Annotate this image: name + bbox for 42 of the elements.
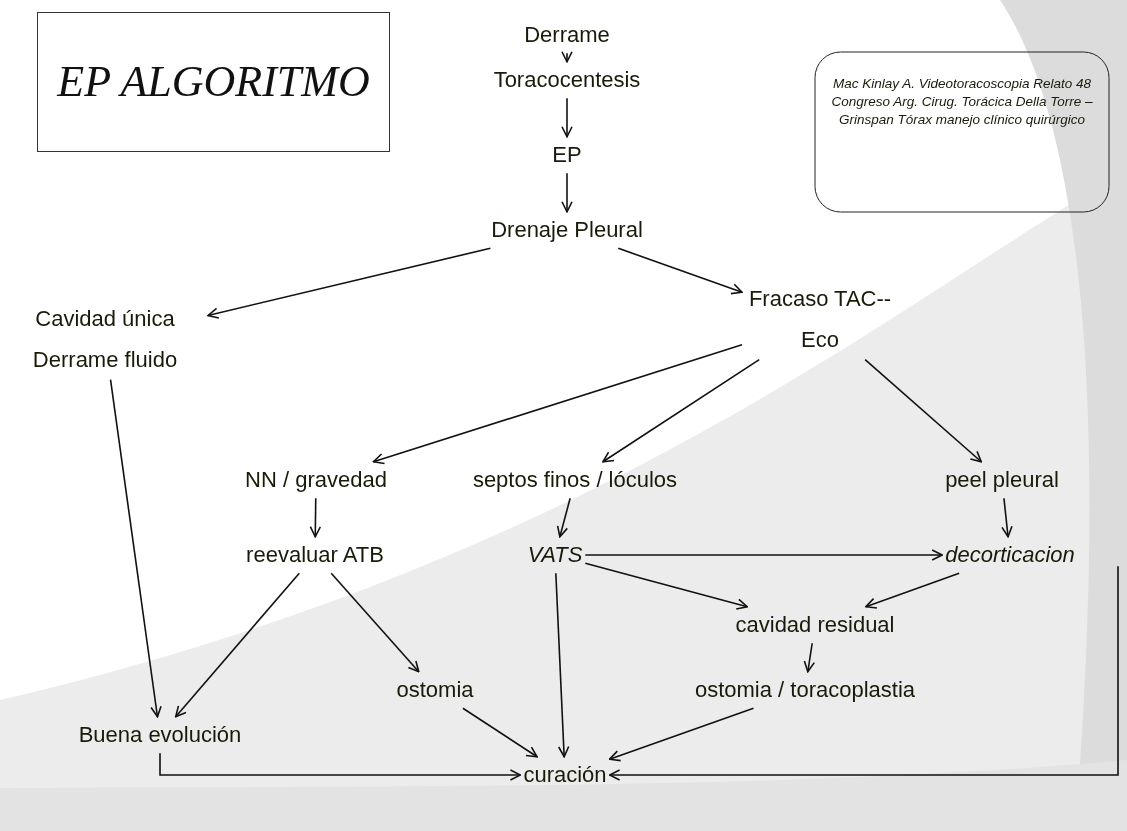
arrow [555,572,570,758]
arrow [109,378,162,718]
step-label: reevaluar ATB [246,540,384,569]
step-label: Toracocentesis [493,65,641,94]
arrow [584,549,943,561]
step-label: Cavidad única Derrame fluido [31,305,179,374]
arrow [556,497,571,538]
step-label: cavidad residual [735,610,895,639]
arrow [865,572,960,609]
step-label: Drenaje Pleural [491,215,643,244]
step-label: decorticacion [945,540,1075,569]
arrow [602,358,761,463]
step-label: curación [523,760,607,789]
arrow [584,562,748,610]
arrow [330,572,420,673]
arrow [372,343,743,465]
step-label: Fracaso TAC--Eco [747,285,893,354]
step-label: ostomia / toracoplastia [694,675,916,704]
arrow [803,642,816,673]
step-label: Derrame [524,20,610,49]
title-box: EP ALGORITMO [37,12,390,152]
arrow [608,565,1119,781]
step-label: ostomia [396,675,474,704]
step-label: peel pleural [945,465,1059,494]
step-label: VATS [527,540,583,569]
arrow [462,707,538,758]
arrow [174,572,301,718]
arrow [608,707,755,762]
arrow [1001,497,1013,538]
arrow [864,358,983,463]
arrow [207,247,492,319]
arrow [309,497,322,538]
arrow [159,752,522,781]
arrow [617,247,743,295]
step-label: NN / gravedad [245,465,387,494]
step-label: EP [552,140,582,169]
arrow [561,97,573,138]
arrow [561,50,573,63]
reference-text: Mac Kinlay A. Videotoracoscopia Relato 48 Congreso Arg. Cirug. Torácica Della Torre –Grinspan Tórax manejo clínico quirúrgico [830,74,1094,129]
arrow [561,172,573,213]
step-label: septos finos / lóculos [472,465,678,494]
step-label: Buena evolución [78,720,242,749]
